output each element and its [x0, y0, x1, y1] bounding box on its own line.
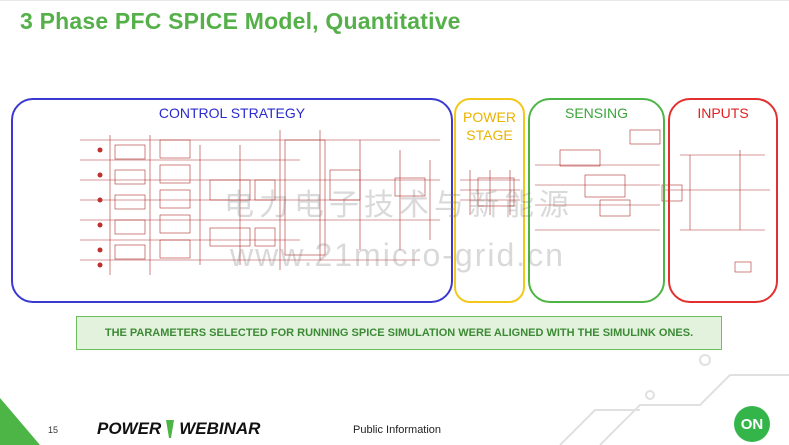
- sensing-label: SENSING: [564, 105, 628, 121]
- top-rule: [0, 0, 789, 1]
- logo-text-pow: POW: [97, 419, 138, 438]
- power-stage-label: POWER STAGE: [463, 109, 516, 144]
- inputs-region: INPUTS: [668, 98, 778, 303]
- logo-text-er: ER: [137, 419, 162, 438]
- logo-text-webinar: WEBINAR: [179, 419, 261, 438]
- slide-title: 3 Phase PFC SPICE Model, Quantitative: [20, 8, 461, 34]
- power-stage-region: POWER STAGE: [454, 98, 525, 303]
- control-strategy-label: CONTROL STRATEGY: [158, 105, 306, 121]
- public-information-label: Public Information: [353, 424, 442, 436]
- on-semiconductor-logo: ON: [734, 406, 770, 442]
- watermark-line-1: 电力电子技术与新能源: [224, 189, 574, 222]
- control-strategy-region: CONTROL STRATEGY: [11, 98, 453, 303]
- parameters-banner: THE PARAMETERS SELECTED FOR RUNNING SPIC…: [76, 316, 722, 350]
- inputs-label: INPUTS: [697, 105, 749, 121]
- power-webinar-logo: POW ER WEBINAR: [97, 419, 260, 439]
- footer-green-triangle: [0, 398, 40, 445]
- page-number: 15: [48, 425, 59, 435]
- torch-icon: [166, 420, 175, 438]
- watermark-line-2: www.21micro-grid.cn: [230, 237, 565, 273]
- sensing-region: SENSING: [528, 98, 665, 303]
